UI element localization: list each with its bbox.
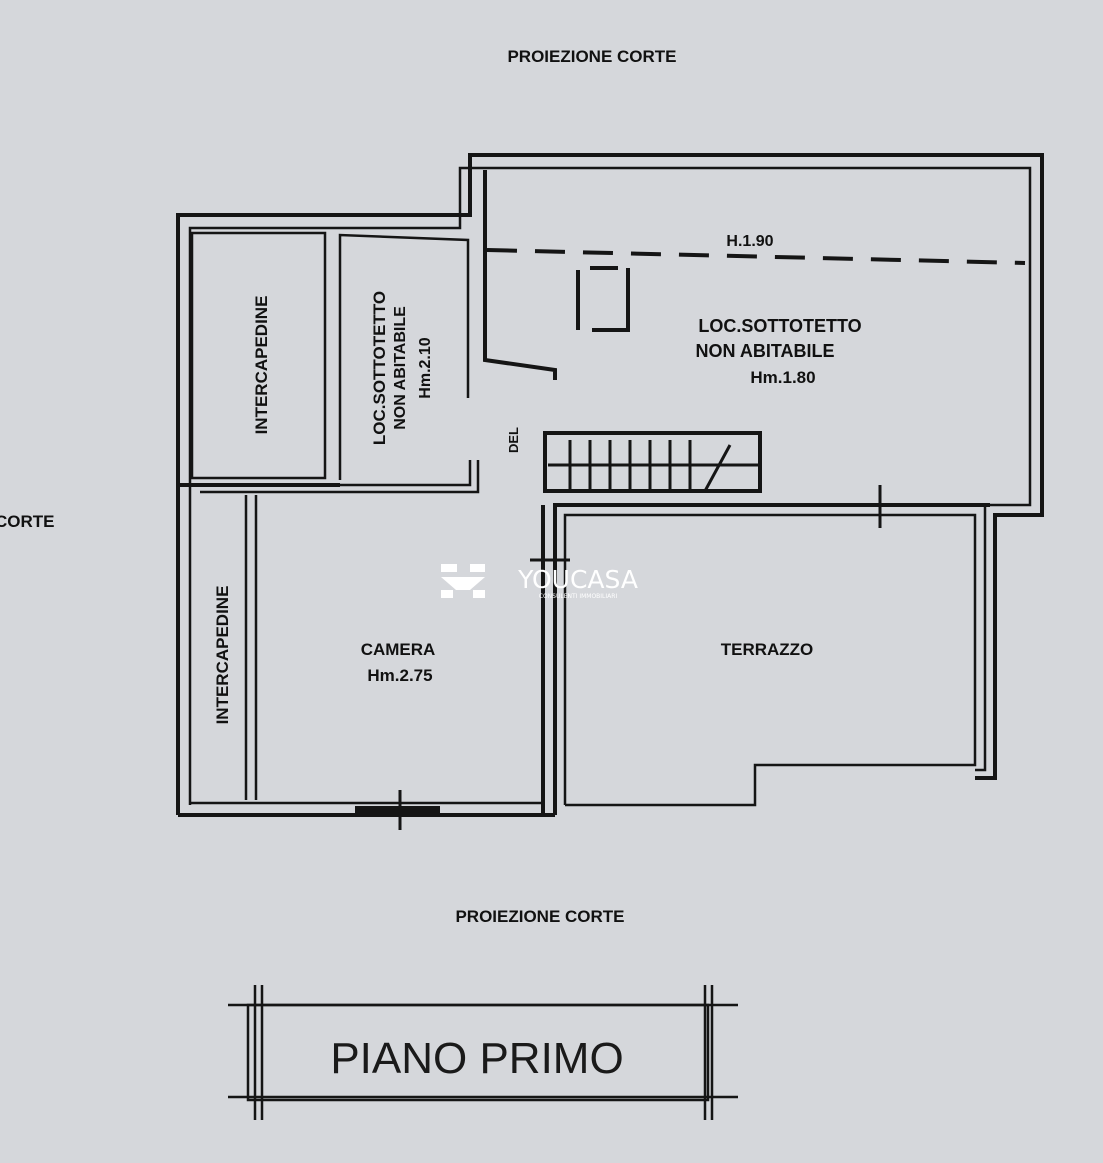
height-line-label: H.1.90 <box>726 233 773 250</box>
youcasa-logo-mark <box>441 564 485 598</box>
svg-text:CONSULENTI IMMOBILIARI: CONSULENTI IMMOBILIARI <box>539 593 618 600</box>
youcasa-logo: YOUCASA CONSULENTI IMMOBILIARI <box>441 564 638 600</box>
floor-title: PIANO PRIMO <box>330 1034 623 1083</box>
svg-text:YOUCASA: YOUCASA <box>517 565 638 594</box>
svg-text:NON ABITABILE: NON ABITABILE <box>392 306 409 430</box>
svg-text:NON ABITABILE: NON ABITABILE <box>696 341 835 361</box>
intercapedine-label-left: INTERCAPEDINE <box>213 586 232 725</box>
svg-text:LOC.SOTTOTETTO: LOC.SOTTOTETTO <box>370 291 389 445</box>
sottotetto-small-label: LOC.SOTTOTETTO NON ABITABILE Hm.2.10 <box>370 291 434 445</box>
terrazzo-label: TERRAZZO <box>721 640 814 659</box>
svg-text:Hm.2.10: Hm.2.10 <box>417 337 434 398</box>
camera-label: CAMERA Hm.2.75 <box>361 640 436 685</box>
intercapedine-label-top: INTERCAPEDINE <box>252 296 271 435</box>
projection-label-top: PROIEZIONE CORTE <box>507 47 676 66</box>
walls <box>176 153 1044 830</box>
corte-label: CORTE <box>0 512 55 531</box>
svg-text:Hm.1.80: Hm.1.80 <box>750 368 815 387</box>
del-label: DEL <box>506 427 521 453</box>
svg-text:LOC.SOTTOTETTO: LOC.SOTTOTETTO <box>698 316 861 336</box>
sottotetto-large-label: LOC.SOTTOTETTO NON ABITABILE Hm.1.80 <box>696 316 862 387</box>
projection-label-bottom: PROIEZIONE CORTE <box>455 907 624 926</box>
svg-text:CAMERA: CAMERA <box>361 640 436 659</box>
floor-title-box: PIANO PRIMO <box>228 985 738 1120</box>
svg-text:Hm.2.75: Hm.2.75 <box>367 666 432 685</box>
